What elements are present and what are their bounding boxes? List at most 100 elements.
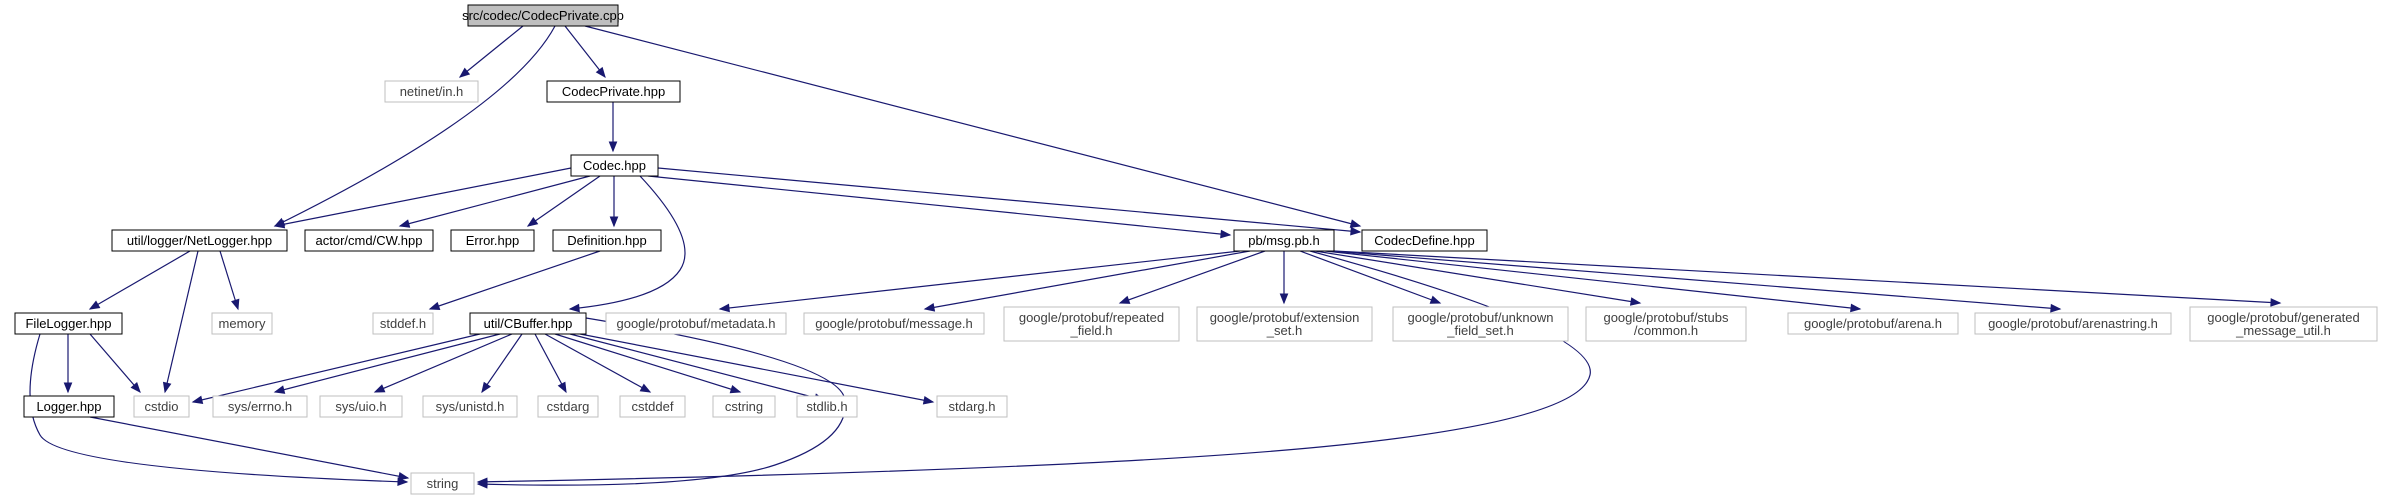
edge-line: [534, 333, 567, 393]
arrowhead: [568, 303, 580, 313]
edge-line: [579, 333, 934, 403]
node-box: [1392, 306, 1569, 342]
node-cw[interactable]: actor/cmd/CW.hpp: [304, 229, 434, 252]
node-label: stdarg.h: [949, 399, 996, 414]
arrowhead: [729, 385, 742, 394]
node-box: [384, 80, 479, 103]
node-label: sys/uio.h: [335, 399, 386, 414]
node-pb_generated: google/protobuf/generated_message_util.h: [2189, 306, 2378, 342]
node-label: google/protobuf/unknown: [1407, 310, 1553, 325]
edge-line: [192, 333, 481, 403]
node-logger[interactable]: Logger.hpp: [23, 395, 115, 418]
edge-codecprivate_hpp-to-codec_hpp: [608, 102, 618, 153]
node-pb_message: google/protobuf/message.h: [803, 312, 985, 335]
node-cstddef: cstddef: [619, 395, 686, 418]
node-codecprivate_hpp[interactable]: CodecPrivate.hpp: [546, 80, 681, 103]
edge-cbuffer-to-cstddef: [544, 333, 652, 393]
edge-line: [569, 175, 686, 310]
node-filelogger[interactable]: FileLogger.hpp: [14, 312, 123, 335]
node-box: [1361, 229, 1488, 252]
node-label: google/protobuf/repeated: [1019, 310, 1164, 325]
arrowhead: [397, 471, 410, 481]
node-box: [410, 472, 475, 495]
node-box: [605, 312, 787, 335]
edge-msgpb-to-pb_arena: [1324, 250, 1862, 313]
node-error[interactable]: Error.hpp: [450, 229, 535, 252]
edge-line: [477, 250, 1591, 483]
node-box: [422, 395, 518, 418]
node-pb_arena: google/protobuf/arena.h: [1787, 312, 1959, 335]
arrowhead: [191, 395, 204, 405]
arrowhead: [398, 219, 411, 228]
edge-filelogger-to-cstdio: [89, 333, 141, 394]
node-codecdefine[interactable]: CodecDefine.hpp: [1361, 229, 1488, 252]
arrowhead: [1118, 295, 1131, 304]
edge-line: [274, 167, 572, 227]
edge-root-to-codecprivate_hpp: [564, 25, 606, 79]
edge-line: [477, 317, 846, 486]
node-codec_hpp[interactable]: Codec.hpp: [570, 154, 659, 177]
arrowhead: [718, 303, 730, 313]
edge-cbuffer-to-string: [476, 317, 846, 489]
node-uio: sys/uio.h: [319, 395, 403, 418]
arrowhead: [458, 67, 471, 78]
node-box: [372, 312, 434, 335]
edge-msgpb-to-pb_unknown: [1299, 250, 1442, 304]
edge-line: [564, 25, 606, 78]
arrowhead: [273, 219, 286, 229]
edge-line: [1324, 250, 1861, 310]
arrowhead: [595, 66, 606, 79]
edge-cbuffer-to-stdlib: [569, 333, 826, 402]
arrowhead: [639, 383, 652, 393]
node-label: cstring: [725, 399, 763, 414]
node-label: src/codec/CodecPrivate.cpp: [462, 8, 624, 23]
node-label: /common.h: [1634, 323, 1698, 338]
edge-line: [1299, 250, 1441, 304]
node-pb_arenastring: google/protobuf/arenastring.h: [1974, 312, 2172, 335]
node-cbuffer[interactable]: util/CBuffer.hpp: [469, 312, 587, 335]
edge-netlogger-to-filelogger: [88, 250, 191, 310]
edge-cbuffer-to-stdarg: [579, 333, 935, 405]
edge-line: [459, 25, 524, 78]
node-root[interactable]: src/codec/CodecPrivate.cpp: [462, 4, 624, 27]
node-box: [469, 312, 587, 335]
node-cstdio: cstdio: [133, 395, 190, 418]
node-label: _set.h: [1266, 323, 1302, 338]
node-label: netinet/in.h: [400, 84, 464, 99]
edge-msgpb-to-pb_generated: [1333, 250, 2282, 307]
edge-line: [89, 416, 409, 479]
node-label: google/protobuf/arena.h: [1804, 316, 1942, 331]
edge-line: [29, 333, 408, 483]
node-box: [712, 395, 776, 418]
node-label: _field_set.h: [1446, 323, 1514, 338]
edge-line: [274, 333, 501, 393]
node-label: google/protobuf/message.h: [815, 316, 973, 331]
node-string: string: [410, 472, 475, 495]
node-netlogger[interactable]: util/logger/NetLogger.hpp: [111, 229, 288, 252]
node-label: Definition.hpp: [567, 233, 647, 248]
arrowhead: [63, 382, 73, 394]
node-label: memory: [219, 316, 266, 331]
edge-line: [219, 250, 239, 310]
node-label: sys/errno.h: [228, 399, 292, 414]
node-box: [450, 229, 535, 252]
node-msgpb[interactable]: pb/msg.pb.h: [1233, 229, 1335, 252]
node-label: google/protobuf/extension: [1210, 310, 1360, 325]
edge-line: [89, 333, 141, 393]
node-stdlib: stdlib.h: [796, 395, 858, 418]
edge-codec_hpp-to-netlogger: [273, 167, 572, 229]
edge-logger-to-string: [89, 416, 410, 481]
node-label: string: [427, 476, 459, 491]
edge-cbuffer-to-cstdarg: [534, 333, 567, 394]
node-label: CodecPrivate.hpp: [562, 84, 665, 99]
arrowhead: [88, 300, 101, 310]
arrowhead: [608, 141, 618, 153]
arrowhead: [1429, 295, 1442, 304]
node-box: [546, 80, 681, 103]
edge-cbuffer-to-errno: [273, 333, 501, 394]
arrowhead: [1629, 297, 1642, 306]
node-box: [2189, 306, 2378, 342]
arrowhead: [557, 381, 567, 394]
edge-filelogger-to-logger: [63, 334, 73, 394]
node-definition[interactable]: Definition.hpp: [552, 229, 662, 252]
